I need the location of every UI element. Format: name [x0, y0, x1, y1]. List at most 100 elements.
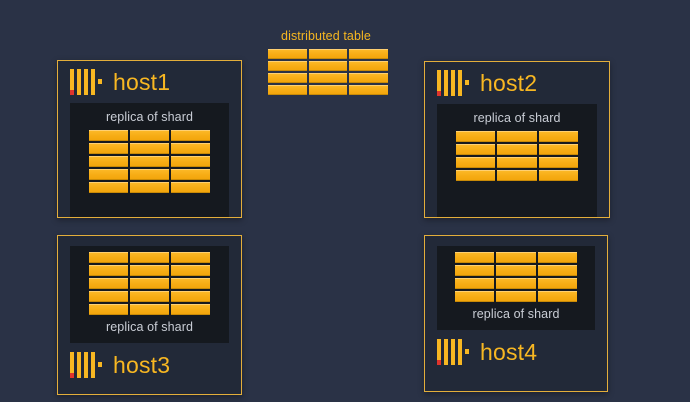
clickhouse-logo-icon — [70, 69, 104, 95]
table-cell — [308, 73, 348, 83]
table-cell — [171, 182, 211, 193]
table-cell — [308, 49, 348, 59]
table-cell — [88, 304, 128, 315]
table-cell — [171, 156, 211, 167]
table-cell — [455, 291, 495, 302]
table-cell — [88, 156, 128, 167]
replica-of-shard-label: replica of shard — [105, 110, 194, 124]
host-box-host3[interactable]: replica of shard host3 — [57, 235, 242, 395]
table-cell — [496, 265, 536, 276]
distributed-table-label: distributed table — [281, 29, 371, 43]
host-name-label: host4 — [480, 339, 538, 365]
table-row — [268, 49, 389, 59]
clickhouse-logo-icon — [437, 339, 471, 365]
table-row — [268, 73, 389, 83]
table-cell — [171, 143, 211, 154]
distributed-table-grid — [268, 49, 389, 95]
replica-panel-host4: replica of shard — [437, 246, 595, 330]
shard-table-grid-host2 — [456, 131, 578, 181]
table-cell — [537, 291, 577, 302]
table-cell — [456, 157, 496, 168]
table-row — [268, 85, 389, 95]
table-cell — [171, 278, 211, 289]
table-cell — [88, 291, 128, 302]
host-box-host2[interactable]: host2 replica of shard — [424, 61, 610, 218]
table-cell — [537, 265, 577, 276]
table-cell — [496, 278, 536, 289]
table-row — [88, 278, 211, 289]
host-name-label: host3 — [113, 352, 171, 378]
table-cell — [268, 61, 307, 71]
table-cell — [349, 49, 389, 59]
table-cell — [268, 73, 307, 83]
table-cell — [497, 157, 537, 168]
replica-panel-host1: replica of shard — [70, 103, 229, 217]
table-row — [455, 291, 577, 302]
table-cell — [129, 278, 170, 289]
table-cell — [456, 131, 496, 142]
shard-table-grid-host4 — [455, 252, 577, 302]
host-header-host3: host3 — [58, 343, 241, 378]
table-cell — [537, 278, 577, 289]
table-row — [455, 278, 577, 289]
host-header-host1: host1 — [58, 61, 241, 95]
table-cell — [349, 85, 389, 95]
table-cell — [497, 144, 537, 155]
table-cell — [88, 143, 128, 154]
table-cell — [171, 130, 211, 141]
table-cell — [129, 143, 170, 154]
table-cell — [538, 170, 578, 181]
table-cell — [497, 131, 537, 142]
table-cell — [538, 144, 578, 155]
table-row — [88, 169, 211, 180]
table-cell — [171, 265, 211, 276]
clickhouse-logo-icon — [70, 352, 104, 378]
host-box-host1[interactable]: host1 replica of shard — [57, 60, 242, 218]
table-cell — [497, 170, 537, 181]
table-cell — [129, 252, 170, 263]
table-row — [456, 157, 578, 168]
clickhouse-logo-icon — [437, 70, 471, 96]
table-cell — [88, 265, 128, 276]
table-cell — [129, 156, 170, 167]
table-row — [88, 304, 211, 315]
table-row — [455, 252, 577, 263]
table-cell — [171, 304, 211, 315]
table-row — [88, 265, 211, 276]
table-cell — [88, 169, 128, 180]
table-cell — [129, 182, 170, 193]
table-cell — [129, 130, 170, 141]
shard-table-grid-host3 — [88, 252, 211, 315]
host-box-host4[interactable]: replica of shard host4 — [424, 235, 608, 392]
table-cell — [129, 169, 170, 180]
table-row — [88, 156, 211, 167]
host-name-label: host1 — [113, 69, 171, 95]
table-cell — [129, 265, 170, 276]
table-cell — [129, 304, 170, 315]
table-cell — [455, 252, 495, 263]
table-cell — [171, 291, 211, 302]
table-row — [88, 182, 211, 193]
table-row — [456, 131, 578, 142]
table-row — [456, 144, 578, 155]
table-cell — [88, 278, 128, 289]
host-header-host2: host2 — [425, 62, 609, 96]
table-cell — [456, 144, 496, 155]
table-cell — [129, 291, 170, 302]
replica-of-shard-label: replica of shard — [473, 111, 561, 125]
table-cell — [308, 61, 348, 71]
table-row — [88, 143, 211, 154]
table-row — [456, 170, 578, 181]
table-cell — [455, 265, 495, 276]
table-cell — [496, 291, 536, 302]
table-cell — [456, 170, 496, 181]
replica-panel-host3: replica of shard — [70, 246, 229, 343]
table-cell — [268, 49, 307, 59]
table-cell — [538, 157, 578, 168]
table-cell — [349, 61, 389, 71]
table-cell — [496, 252, 536, 263]
table-row — [88, 252, 211, 263]
table-cell — [349, 73, 389, 83]
table-cell — [268, 85, 307, 95]
